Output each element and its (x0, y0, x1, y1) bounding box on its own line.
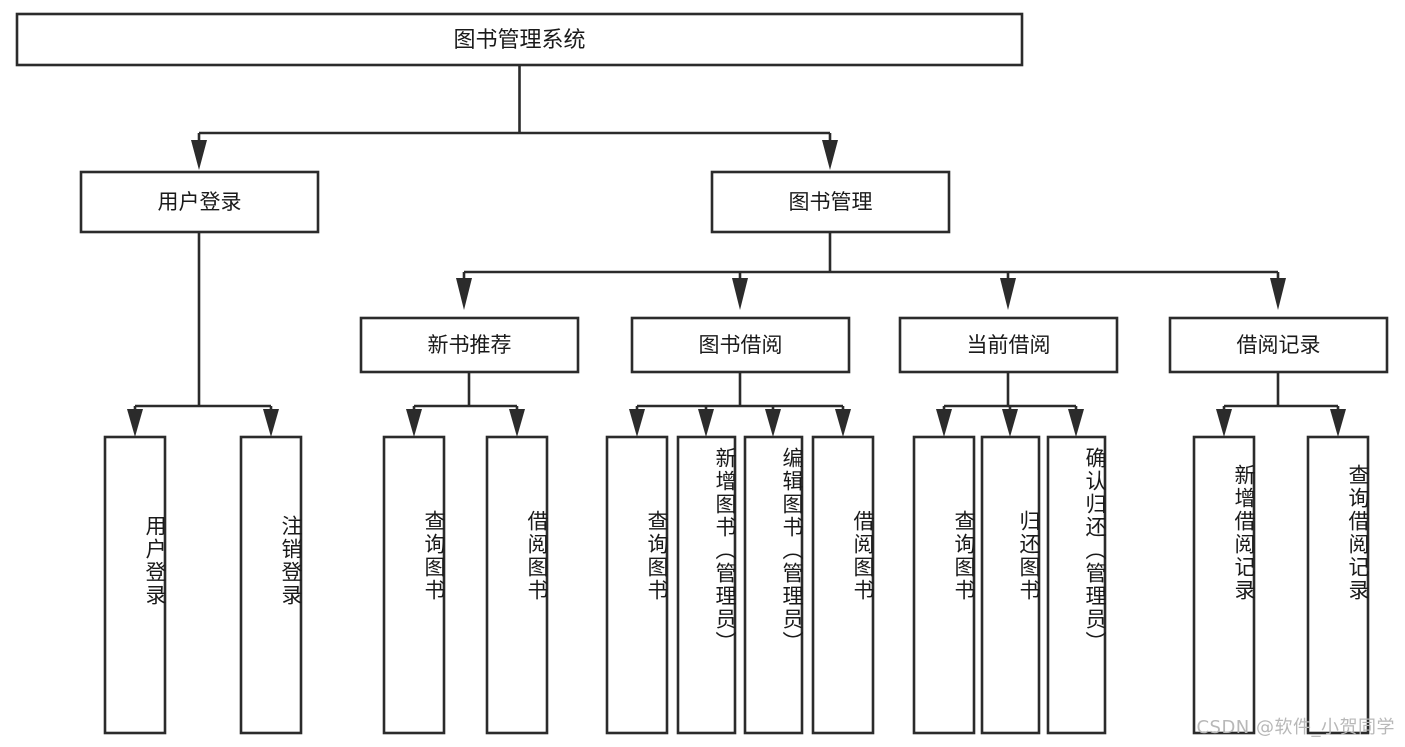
node-leaf-add-book-admin-box[interactable] (676, 435, 737, 735)
arrowhead-leaf-borrow-book-1 (509, 409, 525, 437)
arrowhead-leaf-add-book-admin (698, 409, 714, 437)
node-current-borrow-label: 当前借阅 (967, 333, 1051, 357)
node-leaf-user-login-box[interactable] (103, 435, 167, 735)
arrowhead-user-login (191, 140, 207, 170)
node-new-book-recommend-box[interactable] (359, 316, 580, 374)
arrowhead-borrow-record (1270, 278, 1286, 310)
node-book-borrow-box[interactable] (630, 316, 851, 374)
arrowhead-leaf-return-book (1002, 409, 1018, 437)
arrowhead-leaf-confirm-return (1068, 409, 1084, 437)
node-root[interactable]: 图书管理系统 (15, 12, 1024, 67)
node-user-login-label: 用户登录 (158, 190, 242, 214)
arrowhead-leaf-add-borrow-record (1216, 409, 1232, 437)
arrowhead-leaf-logout (263, 409, 279, 437)
node-root-label: 图书管理系统 (453, 28, 585, 53)
arrowhead-leaf-query-borrow-record (1330, 409, 1346, 437)
arrowhead-leaf-query-book-1 (406, 409, 422, 437)
arrowhead-leaf-query-book-2 (629, 409, 645, 437)
node-leaf-confirm-return-box[interactable] (1046, 435, 1107, 735)
node-book-borrow[interactable]: 图书借阅 (630, 316, 851, 374)
node-leaf-query-book-1-box[interactable] (382, 435, 446, 735)
arrowhead-current-borrow (1000, 278, 1016, 310)
node-layer: 图书管理系统 用户登录 图书管理 新书推荐 图书借阅 (15, 12, 1389, 735)
node-root-box[interactable] (15, 12, 1024, 67)
arrowhead-book-manage (822, 140, 838, 170)
node-leaf-logout-box[interactable] (239, 435, 303, 735)
node-current-borrow[interactable]: 当前借阅 (898, 316, 1119, 374)
node-leaf-borrow-book-1-box[interactable] (485, 435, 549, 735)
node-new-book-recommend-label: 新书推荐 (428, 333, 512, 357)
arrowhead-leaf-edit-book-admin (765, 409, 781, 437)
node-borrow-record-box[interactable] (1168, 316, 1389, 374)
node-leaf-borrow-book-2-box[interactable] (811, 435, 875, 735)
node-leaf-query-book-3-box[interactable] (912, 435, 976, 735)
node-user-login-box[interactable] (79, 170, 320, 234)
node-leaf-add-borrow-record-box[interactable] (1192, 435, 1256, 735)
arrowhead-book-borrow (732, 278, 748, 310)
node-leaf-return-book-box[interactable] (980, 435, 1041, 735)
node-leaf-query-book-2-box[interactable] (605, 435, 669, 735)
arrowhead-leaf-borrow-book-2 (835, 409, 851, 437)
arrowhead-new-book-recommend (456, 278, 472, 310)
arrowhead-leaf-user-login (127, 409, 143, 437)
csdn-watermark: CSDN @软件_小贺同学 (1196, 717, 1395, 738)
node-book-manage-label: 图书管理 (789, 190, 873, 214)
node-leaf-query-borrow-record-box[interactable] (1306, 435, 1370, 735)
node-borrow-record[interactable]: 借阅记录 (1168, 316, 1389, 374)
node-leaf-edit-book-admin-box[interactable] (743, 435, 804, 735)
arrowhead-leaf-query-book-3 (936, 409, 952, 437)
connector-layer (127, 65, 1346, 437)
node-user-login[interactable]: 用户登录 (79, 170, 320, 234)
node-book-borrow-label: 图书借阅 (699, 333, 783, 357)
node-book-manage-box[interactable] (710, 170, 951, 234)
node-book-manage[interactable]: 图书管理 (710, 170, 951, 234)
node-current-borrow-box[interactable] (898, 316, 1119, 374)
node-borrow-record-label: 借阅记录 (1237, 333, 1321, 357)
node-new-book-recommend[interactable]: 新书推荐 (359, 316, 580, 374)
